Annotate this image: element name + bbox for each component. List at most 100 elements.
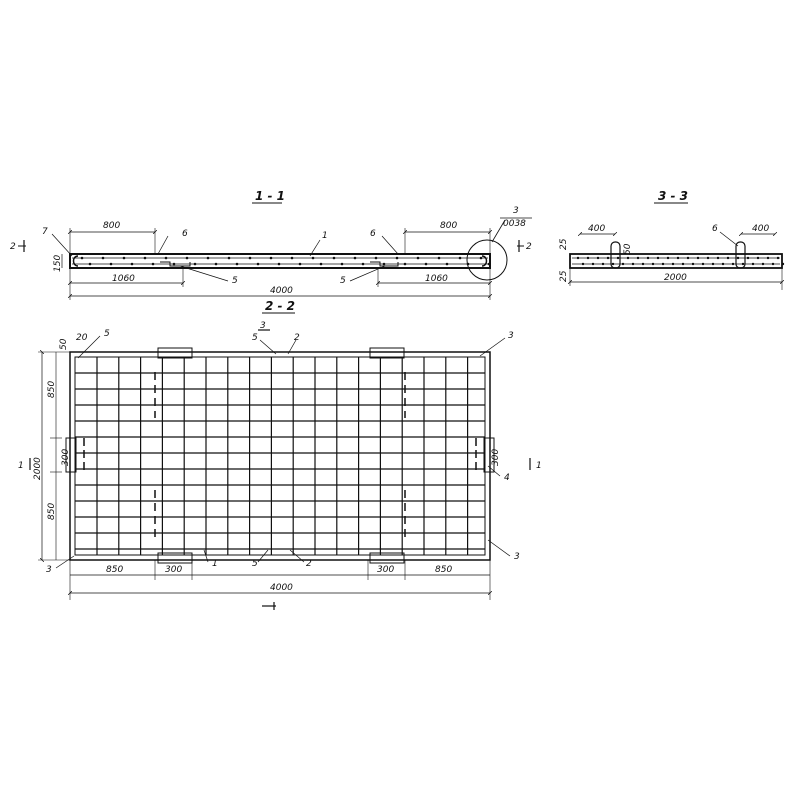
rebar-dot bbox=[611, 262, 615, 266]
rebar-dot bbox=[746, 256, 750, 260]
dim-800-left: 800 bbox=[103, 221, 120, 231]
dim-850-bottom-right: 850 bbox=[435, 565, 452, 575]
dim-300-left: 300 bbox=[61, 449, 71, 466]
rebar-dot bbox=[80, 256, 84, 260]
rebar-dot bbox=[596, 256, 600, 260]
loop-recess-left bbox=[65, 437, 77, 473]
rebar-dot bbox=[716, 256, 720, 260]
rebar-dot bbox=[332, 256, 336, 260]
rebar-dot bbox=[130, 262, 134, 266]
rebar-dot bbox=[691, 262, 695, 266]
rebar-dot bbox=[382, 262, 386, 266]
loop-recess-bl bbox=[157, 552, 193, 564]
dim-400-right: 400 bbox=[752, 224, 769, 234]
dim-25-bottom: 25 bbox=[559, 270, 569, 282]
rebar-dot bbox=[701, 262, 705, 266]
rebar-dot bbox=[661, 262, 665, 266]
rebar-dot bbox=[290, 256, 294, 260]
label-2-plan-b: 2 bbox=[306, 559, 312, 569]
rebar-dot bbox=[172, 262, 176, 266]
rebar-dot bbox=[721, 262, 725, 266]
rebar-dot bbox=[416, 256, 420, 260]
loop-recess-br bbox=[369, 552, 405, 564]
label-2-plan-tc: 2 bbox=[294, 333, 300, 343]
rebar-dot bbox=[269, 256, 273, 260]
rebar-dot bbox=[109, 262, 113, 266]
rebar-dot bbox=[143, 256, 147, 260]
label-6-3-3: 6 bbox=[712, 224, 718, 234]
label-5-right: 5 bbox=[340, 276, 346, 286]
dim-25-top: 25 bbox=[559, 238, 569, 250]
dim-4000-plan: 4000 bbox=[270, 583, 293, 593]
rebar-dot bbox=[445, 262, 449, 266]
rebar-dot bbox=[576, 256, 580, 260]
rebar-dot bbox=[726, 256, 730, 260]
rebar-dot bbox=[122, 256, 126, 260]
dim-2000-plan: 2000 bbox=[33, 457, 43, 480]
rebar-dot bbox=[631, 262, 635, 266]
slab-section-body bbox=[69, 253, 491, 269]
rebar-dot bbox=[101, 256, 105, 260]
rebar-dot bbox=[319, 262, 323, 266]
rebar-dot bbox=[751, 262, 755, 266]
rebar-dot bbox=[256, 262, 260, 266]
dim-150: 150 bbox=[53, 255, 63, 272]
rebar-dot bbox=[353, 256, 357, 260]
dim-4000: 4000 bbox=[270, 286, 293, 296]
rebar-dot bbox=[686, 256, 690, 260]
dim-2000-3-3: 2000 bbox=[664, 273, 687, 283]
dim-300-bottom-right: 300 bbox=[377, 565, 394, 575]
label-5-left: 5 bbox=[232, 276, 238, 286]
dim-300-bottom-left: 300 bbox=[165, 565, 182, 575]
dim-850-bottom-left: 850 bbox=[106, 565, 123, 575]
rebar-dot bbox=[626, 256, 630, 260]
cut-mark-1-left: 1 bbox=[18, 461, 24, 471]
dim-800-right: 800 bbox=[440, 221, 457, 231]
dim-850-left-bottom: 850 bbox=[47, 503, 57, 520]
rebar-dot bbox=[458, 256, 462, 260]
rebar-dot bbox=[731, 262, 735, 266]
section-3-3: 3 - 3 400 400 2000 25 25 50 6 bbox=[559, 189, 785, 290]
loop-recess-tl bbox=[157, 347, 193, 359]
rebar-dot bbox=[151, 262, 155, 266]
label-6-left: 6 bbox=[182, 229, 188, 239]
rebar-dot bbox=[616, 256, 620, 260]
rebar-dot bbox=[374, 256, 378, 260]
section-3-3-body bbox=[569, 253, 783, 269]
rebar-dot bbox=[340, 262, 344, 266]
rebar-dot bbox=[586, 256, 590, 260]
dim-1060-right: 1060 bbox=[425, 274, 448, 284]
label-4-plan: 4 bbox=[504, 473, 510, 483]
section-1-1: 1 - 1 3 0038 800 800 1060 106 bbox=[10, 189, 532, 300]
rebar-dot bbox=[235, 262, 239, 266]
loop-recess-tr bbox=[369, 347, 405, 359]
rebar-dot bbox=[248, 256, 252, 260]
dim-300-right: 300 bbox=[491, 449, 501, 466]
rebar-dot bbox=[591, 262, 595, 266]
rebar-dot bbox=[696, 256, 700, 260]
section-1-1-title: 1 - 1 bbox=[255, 189, 285, 203]
plan-slab-outline bbox=[69, 351, 491, 561]
dim-400-left: 400 bbox=[588, 224, 605, 234]
rebar-dot bbox=[206, 256, 210, 260]
rebar-dot bbox=[185, 256, 189, 260]
loop-recess-right bbox=[483, 437, 495, 473]
rebar-dot bbox=[479, 256, 483, 260]
rebar-dot bbox=[676, 256, 680, 260]
rebar-dot bbox=[656, 256, 660, 260]
rebar-mesh-grid bbox=[75, 357, 485, 555]
rebar-dot bbox=[776, 256, 780, 260]
rebar-dot bbox=[88, 262, 92, 266]
label-3-plan-br: 3 bbox=[514, 552, 520, 562]
node-ref-code: 0038 bbox=[503, 219, 526, 229]
rebar-dots-3-3 bbox=[576, 256, 785, 266]
label-5-plan-tc: 5 bbox=[252, 333, 258, 343]
plan-mesh-frame bbox=[74, 356, 486, 556]
rebar-dot bbox=[646, 256, 650, 260]
rebar-dot bbox=[424, 262, 428, 266]
rebar-dot bbox=[736, 256, 740, 260]
rebar-dot bbox=[756, 256, 760, 260]
rebar-dot bbox=[277, 262, 281, 266]
rebar-dot bbox=[437, 256, 441, 260]
